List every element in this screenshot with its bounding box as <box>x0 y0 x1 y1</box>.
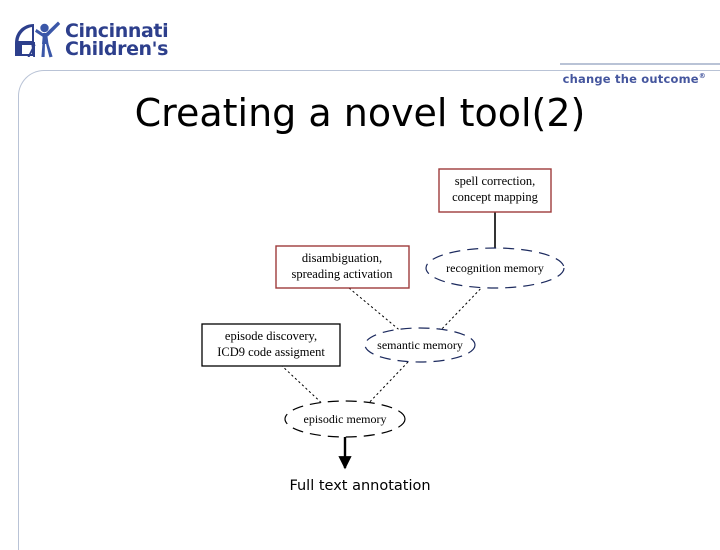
node-spell-correction-line-2: concept mapping <box>452 190 538 204</box>
node-episodic-memory: episodic memory <box>284 400 406 438</box>
page-title: Creating a novel tool(2) <box>134 91 586 135</box>
node-spell-correction-line-1: spell correction, <box>455 174 536 188</box>
node-episode-discovery: episode discovery, ICD9 code assigment <box>201 323 341 367</box>
edge-recognition-memory-to-semantic-memory <box>437 281 488 334</box>
logo-wordmark: Cincinnati Children's <box>65 19 169 60</box>
caption-full-text-annotation: Full text annotation <box>289 478 431 494</box>
node-episodic-memory-label: episodic memory <box>304 412 387 426</box>
edge-semantic-memory-to-episodic-memory <box>363 361 409 409</box>
node-semantic-memory: semantic memory <box>364 327 476 363</box>
tagline-text: change the outcome <box>562 72 699 86</box>
node-semantic-memory-label: semantic memory <box>377 338 463 352</box>
edge-disambiguation-to-semantic-memory <box>348 287 404 334</box>
node-recognition-memory: recognition memory <box>425 247 565 289</box>
node-recognition-memory-ellipse <box>425 247 565 289</box>
child-reaching-figure-icon <box>15 21 61 58</box>
node-episode-discovery-line-1: episode discovery, <box>225 329 317 343</box>
logo-line-2: Children's <box>65 38 169 60</box>
node-semantic-memory-ellipse <box>364 327 476 363</box>
node-spell-correction-box <box>438 168 552 213</box>
node-disambiguation-line-1: disambiguation, <box>302 251 382 265</box>
diagram-edges <box>280 212 500 470</box>
cincinnati-childrens-logo: Cincinnati Children's <box>14 16 186 64</box>
node-episode-discovery-box <box>201 323 341 367</box>
node-disambiguation-box <box>275 245 410 289</box>
logo-line-1: Cincinnati <box>65 19 169 42</box>
node-disambiguation: disambiguation, spreading activation <box>275 245 410 289</box>
node-disambiguation-line-2: spreading activation <box>291 267 393 281</box>
header-divider <box>560 63 720 65</box>
edge-episode-discovery-to-episodic-memory <box>280 364 328 409</box>
node-recognition-memory-label: recognition memory <box>446 261 544 275</box>
memory-flow-diagram: spell correction, concept mapping disamb… <box>0 150 720 510</box>
brand-tagline: change the outcome® <box>563 72 706 86</box>
node-episodic-memory-ellipse <box>284 400 406 438</box>
node-spell-correction: spell correction, concept mapping <box>438 168 552 213</box>
node-episode-discovery-line-2: ICD9 code assigment <box>217 345 325 359</box>
registered-mark: ® <box>698 72 706 81</box>
